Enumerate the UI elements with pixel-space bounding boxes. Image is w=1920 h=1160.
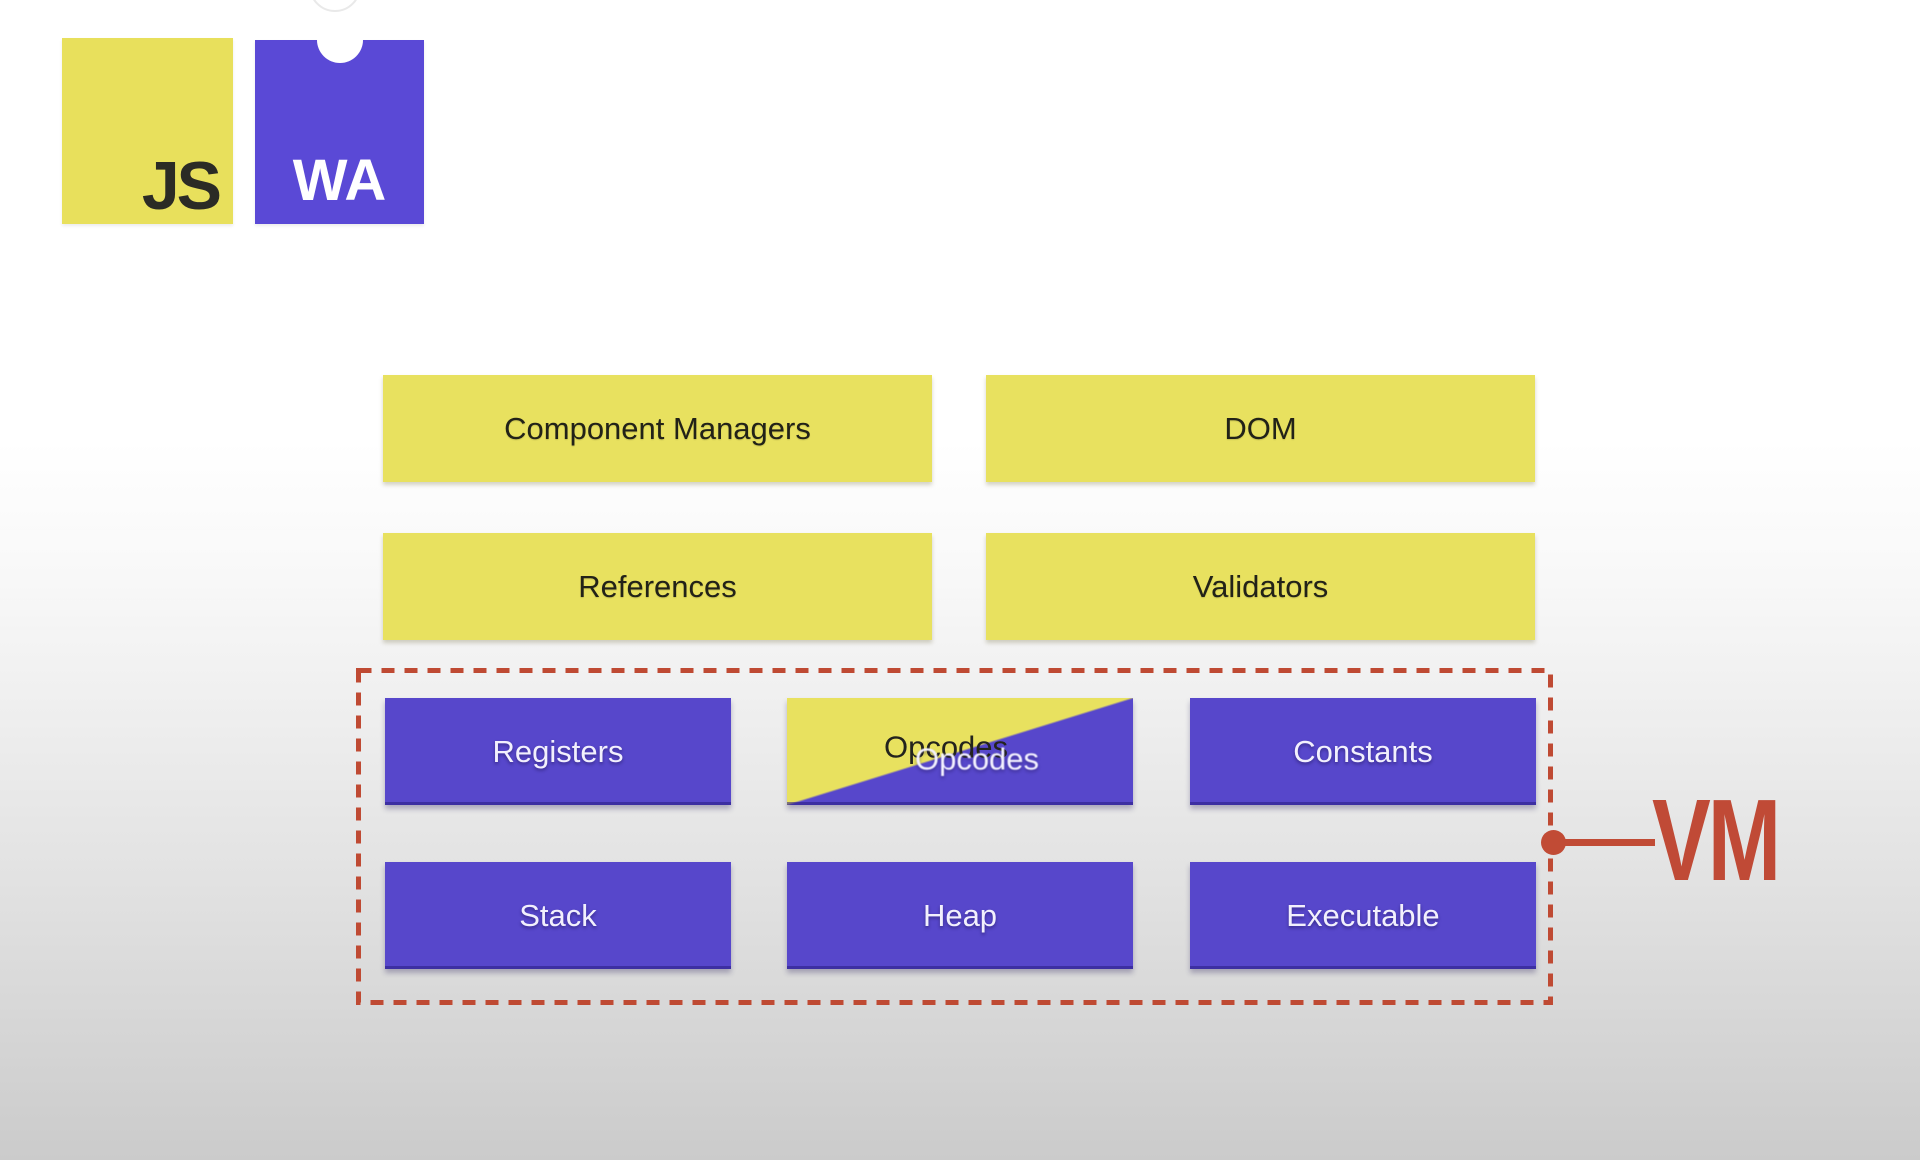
- box-references-label: References: [578, 569, 737, 604]
- box-executable-label: Executable: [1286, 898, 1440, 933]
- webassembly-logo-text: WA: [292, 148, 387, 213]
- box-stack-label: Stack: [519, 898, 597, 933]
- box-component-managers-label: Component Managers: [504, 411, 811, 446]
- javascript-logo-icon: JS: [62, 38, 233, 224]
- box-dom: DOM: [986, 375, 1535, 482]
- box-stack: Stack: [385, 862, 731, 969]
- webassembly-logo-icon: WA: [255, 17, 424, 224]
- box-registers-label: Registers: [492, 734, 624, 769]
- webassembly-notch: [316, 17, 363, 63]
- box-heap-label: Heap: [922, 898, 998, 933]
- box-opcodes: Opcodes Opcodes: [787, 698, 1133, 805]
- box-constants: Constants: [1190, 698, 1536, 805]
- box-constants-label: Constants: [1293, 734, 1433, 769]
- javascript-logo-text: JS: [141, 148, 222, 224]
- box-opcodes-label-light: Opcodes: [914, 741, 1040, 776]
- box-component-managers: Component Managers: [383, 375, 932, 482]
- box-registers: Registers: [385, 698, 731, 805]
- box-references: References: [383, 533, 932, 640]
- box-executable: Executable: [1190, 862, 1536, 969]
- partial-logo-notch: [309, 0, 361, 12]
- vm-label: VM: [1652, 775, 1781, 905]
- box-validators-label: Validators: [1192, 569, 1329, 604]
- box-opcodes-label-dark: Opcodes: [883, 729, 1009, 764]
- vm-callout-line: [1553, 839, 1655, 846]
- box-dom-label: DOM: [1224, 411, 1297, 446]
- box-heap: Heap: [787, 862, 1133, 969]
- box-validators: Validators: [986, 533, 1535, 640]
